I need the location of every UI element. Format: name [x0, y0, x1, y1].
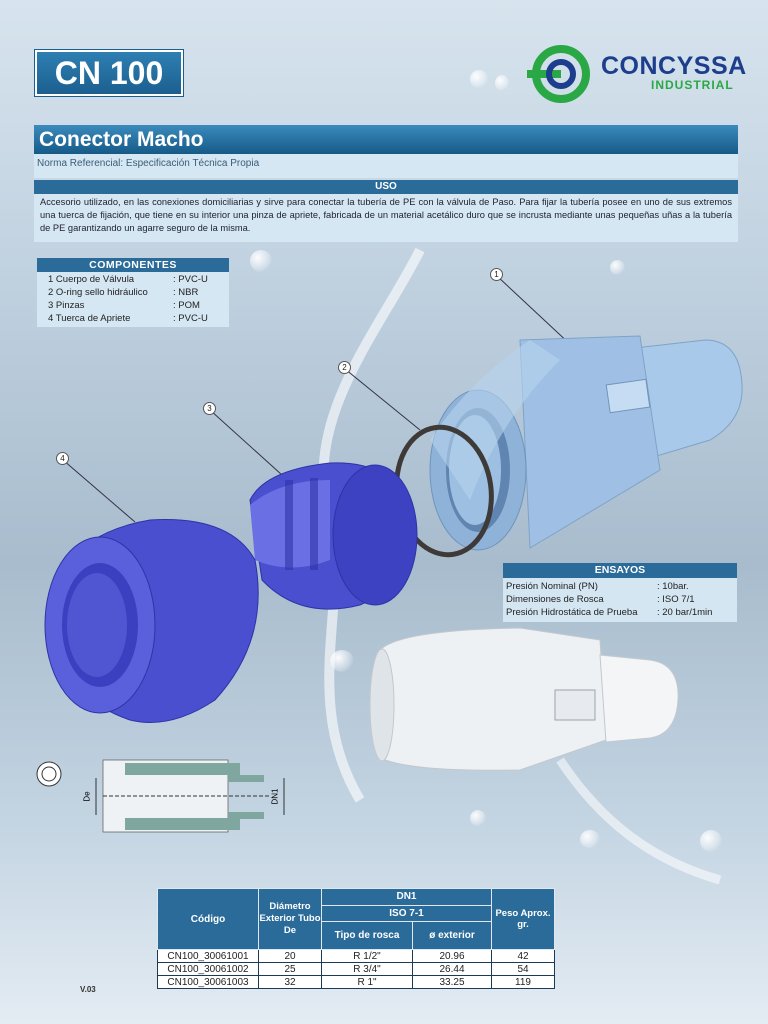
cell-peso: 42	[491, 949, 555, 963]
header-iso: ISO 7-1	[321, 904, 492, 923]
nut-part	[44, 519, 259, 723]
ensayo-value: : 10bar.	[657, 581, 689, 592]
callout-3: 3	[203, 402, 216, 415]
cell-codigo: CN100_30061003	[157, 975, 259, 989]
valve-body-part	[429, 335, 743, 551]
uso-heading: USO	[34, 180, 738, 194]
cell-rosca: R 1/2"	[321, 949, 413, 963]
assembled-fitting	[369, 627, 679, 771]
component-material: : NBR	[173, 287, 199, 298]
ensayo-name: Dimensiones de Rosca	[506, 594, 604, 605]
header-tipo-rosca: Tipo de rosca	[321, 921, 413, 950]
ensayo-row: Presión Nominal (PN) : 10bar.	[503, 580, 737, 593]
ensayo-row: Dimensiones de Rosca : ISO 7/1	[503, 593, 737, 606]
component-material: : PVC-U	[173, 274, 208, 285]
version-label: V.03	[80, 985, 96, 994]
water-splash	[556, 757, 722, 885]
table-row: CN100_30061002 25 R 3/4" 26.44 54	[157, 962, 555, 976]
brand-sub: INDUSTRIAL	[651, 78, 734, 92]
water-drop	[250, 250, 272, 272]
water-drop	[610, 260, 625, 275]
cell-exterior: 26.44	[412, 962, 492, 976]
component-name: 4 Tuerca de Apriete	[48, 313, 131, 324]
ensayos-heading: ENSAYOS	[503, 563, 737, 578]
ensayo-value: : 20 bar/1min	[657, 607, 713, 618]
cell-codigo: CN100_30061002	[157, 962, 259, 976]
brand-logo: CONCYSSA INDUSTRIAL	[527, 44, 746, 104]
cell-de: 20	[258, 949, 322, 963]
cross-section-drawing	[36, 759, 285, 833]
callout-2: 2	[338, 361, 351, 374]
water-drop	[470, 810, 486, 826]
header-peso: Peso Aprox. gr.	[491, 888, 555, 950]
water-drop	[495, 75, 509, 91]
brand-name: CONCYSSA	[601, 52, 747, 80]
componentes-panel: COMPONENTES 1 Cuerpo de Válvula : PVC-U 2…	[37, 258, 229, 327]
cell-peso: 119	[491, 975, 555, 989]
spec-table: Código Diámetro Exterior Tubo De DN1 Pes…	[157, 888, 555, 989]
header-exterior: ø exterior	[412, 921, 492, 950]
component-material: : PVC-U	[173, 313, 208, 324]
ensayo-value: : ISO 7/1	[657, 594, 695, 605]
table-row: CN100_30061001 20 R 1/2" 20.96 42	[157, 949, 555, 963]
cell-rosca: R 1"	[321, 975, 413, 989]
concyssa-logo-icon	[527, 45, 590, 103]
clamp-part	[249, 462, 418, 610]
component-row: 1 Cuerpo de Válvula : PVC-U	[37, 273, 229, 286]
header-diametro-label: Diámetro Exterior Tubo	[259, 901, 321, 924]
componentes-heading: COMPONENTES	[37, 258, 229, 272]
component-name: 2 O-ring sello hidráulico	[48, 287, 148, 298]
component-row: 3 Pinzas : POM	[37, 299, 229, 312]
component-row: 4 Tuerca de Apriete : PVC-U	[37, 312, 229, 325]
water-drop	[580, 830, 600, 848]
cell-rosca: R 3/4"	[321, 962, 413, 976]
component-material: : POM	[173, 300, 200, 311]
component-name: 1 Cuerpo de Válvula	[48, 274, 135, 285]
uso-text: Accesorio utilizado, en las conexiones d…	[34, 194, 738, 242]
header-codigo: Código	[157, 888, 259, 950]
product-title: Conector Macho	[34, 125, 738, 154]
header-diametro-sub: De	[283, 925, 297, 936]
cell-de: 32	[258, 975, 322, 989]
water-drop	[700, 830, 722, 852]
ensayo-row: Presión Hidrostática de Prueba : 20 bar/1…	[503, 606, 737, 619]
cell-exterior: 20.96	[412, 949, 492, 963]
component-name: 3 Pinzas	[48, 300, 85, 311]
component-row: 2 O-ring sello hidráulico : NBR	[37, 286, 229, 299]
header-diametro: Diámetro Exterior Tubo De	[258, 888, 322, 950]
cell-exterior: 33.25	[412, 975, 492, 989]
model-code: CN 100	[35, 50, 183, 96]
callout-4: 4	[56, 452, 69, 465]
ensayo-name: Presión Hidrostática de Prueba	[506, 607, 638, 618]
cell-peso: 54	[491, 962, 555, 976]
de-label: De	[82, 791, 92, 802]
water-drop	[470, 70, 488, 88]
cell-de: 25	[258, 962, 322, 976]
water-drop	[330, 650, 354, 672]
table-row: CN100_30061003 32 R 1" 33.25 119	[157, 975, 555, 989]
cell-codigo: CN100_30061001	[157, 949, 259, 963]
dn1-label: DN1	[270, 788, 280, 805]
ensayo-name: Presión Nominal (PN)	[506, 581, 598, 592]
ensayos-panel: ENSAYOS Presión Nominal (PN) : 10bar. Dim…	[503, 563, 737, 622]
norma-text: Norma Referencial: Especificación Técnic…	[34, 154, 738, 178]
header-dn1: DN1	[321, 888, 492, 906]
callout-1: 1	[490, 268, 503, 281]
